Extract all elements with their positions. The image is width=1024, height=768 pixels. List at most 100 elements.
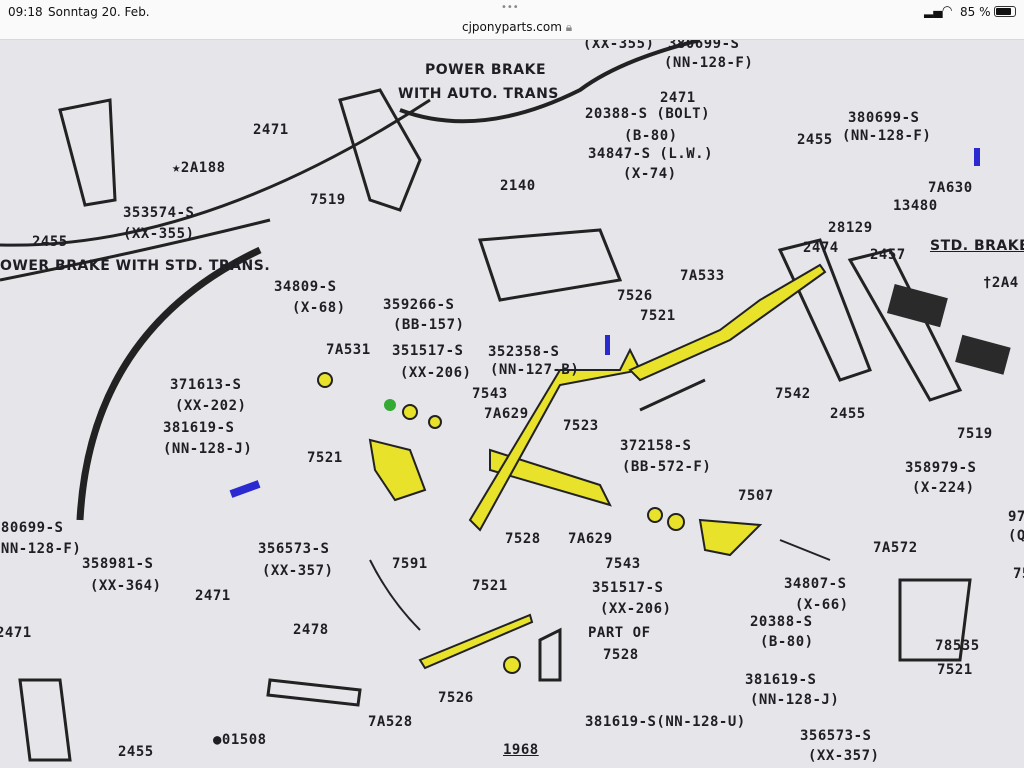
label: (QQ xyxy=(1008,528,1024,544)
label: 20388-S xyxy=(750,614,813,630)
label: †2A4 xyxy=(983,275,1019,291)
blue-mark xyxy=(974,148,980,166)
label: 356573-S xyxy=(258,541,330,557)
url-text: cjponyparts.com xyxy=(462,20,562,34)
label: 7543 xyxy=(1013,566,1024,582)
label: 380699-S xyxy=(668,40,740,52)
label: 380699-S xyxy=(0,520,64,536)
date: Sonntag 20. Feb. xyxy=(48,5,150,19)
label: 7A630 xyxy=(928,180,973,196)
divider-curve-thick xyxy=(76,246,262,521)
label: STD. BRAKE W xyxy=(930,238,1024,254)
label: 356573-S xyxy=(800,728,872,744)
label: 7528 xyxy=(603,647,639,663)
label: 358979-S xyxy=(905,460,977,476)
label: ●01508 xyxy=(213,732,267,748)
wifi-icon: ◠ xyxy=(942,3,953,17)
label: (XX-202) xyxy=(175,398,247,414)
clock: 09:18 xyxy=(8,5,43,19)
label: (NN-127-B) xyxy=(490,362,580,378)
label: 34809-S xyxy=(274,279,337,295)
label: 7A629 xyxy=(568,531,613,547)
label: (NN-128-J) xyxy=(163,441,253,457)
label: (XX-357) xyxy=(808,748,880,764)
parts-diagram-image: POWER BRAKE WITH AUTO. TRANS (XX-355) 38… xyxy=(0,40,1024,768)
label: 7543 xyxy=(605,556,641,572)
label: (XX-206) xyxy=(400,365,472,381)
label: 381619-S xyxy=(745,672,817,688)
lock-icon: 🔒︎ xyxy=(565,20,573,34)
label: (X-74) xyxy=(623,166,677,182)
label: 7A572 xyxy=(873,540,918,556)
label: 78535 xyxy=(935,638,980,654)
label: (X-68) xyxy=(292,300,346,316)
label: POWER BRAKE xyxy=(425,62,547,78)
highlighted-parts xyxy=(317,263,827,674)
label: 7519 xyxy=(957,426,993,442)
label: 7591 xyxy=(392,556,428,572)
label: 2478 xyxy=(293,622,329,638)
label: 7521 xyxy=(640,308,676,324)
label: (X-224) xyxy=(912,480,975,496)
label: 7A531 xyxy=(326,342,371,358)
label: 7543 xyxy=(472,386,508,402)
label: 359266-S xyxy=(383,297,455,313)
label: 351517-S xyxy=(392,343,464,359)
label: (B-80) xyxy=(760,634,814,650)
label: 7523 xyxy=(563,418,599,434)
label: 2455 xyxy=(830,406,866,422)
battery-percent: 85 % xyxy=(960,5,991,19)
status-bar: 09:18 Sonntag 20. Feb. ••• cjponyparts.c… xyxy=(0,0,1024,40)
label: 358981-S xyxy=(82,556,154,572)
label: (NN-128-F) xyxy=(664,55,754,71)
label: 7A528 xyxy=(368,714,413,730)
tab-more-dots[interactable]: ••• xyxy=(501,2,519,13)
url-bar[interactable]: cjponyparts.com 🔒︎ xyxy=(462,20,572,35)
label: PART OF xyxy=(588,625,651,641)
label: 2457 xyxy=(870,247,906,263)
label: 2140 xyxy=(500,178,536,194)
label: 2471 xyxy=(660,90,696,106)
label: 2455 xyxy=(32,234,68,250)
label: 380699-S xyxy=(848,110,920,126)
label: 28129 xyxy=(828,220,873,236)
label: (XX-206) xyxy=(600,601,672,617)
label: 2474 xyxy=(803,240,839,256)
label: (B-80) xyxy=(624,128,678,144)
diagram-drawing xyxy=(0,40,1011,762)
label: 34847-S (L.W.) xyxy=(588,146,714,162)
label: 9747 xyxy=(1008,509,1024,525)
label: 13480 xyxy=(893,198,938,214)
pin-2478 xyxy=(266,678,362,707)
label: 7526 xyxy=(617,288,653,304)
label: 7519 xyxy=(310,192,346,208)
blue-mark xyxy=(605,335,610,355)
label: 7A533 xyxy=(680,268,725,284)
label: WITH AUTO. TRANS xyxy=(398,86,559,102)
label: 371613-S xyxy=(170,377,242,393)
label: (NN-128-J) xyxy=(750,692,840,708)
label: 1968 xyxy=(503,742,539,758)
label: (BB-157) xyxy=(393,317,465,333)
label: 7521 xyxy=(937,662,973,678)
battery-icon xyxy=(994,6,1016,17)
label: 2455 xyxy=(118,744,154,760)
pedal-bracket xyxy=(58,98,117,207)
label: (XX-357) xyxy=(262,563,334,579)
label: 352358-S xyxy=(488,344,560,360)
label: 7507 xyxy=(738,488,774,504)
signal-icon: ▂▄ xyxy=(924,4,943,18)
label: 351517-S xyxy=(592,580,664,596)
label: 381619-S(NN-128-U) xyxy=(585,714,746,730)
label: 2471 xyxy=(0,625,32,641)
label: (NN-128-F) xyxy=(842,128,932,144)
label: 2455 xyxy=(797,132,833,148)
label: 2471 xyxy=(195,588,231,604)
label: 381619-S xyxy=(163,420,235,436)
label: 7A629 xyxy=(484,406,529,422)
label: 2471 xyxy=(253,122,289,138)
master-cylinder xyxy=(477,228,623,302)
label: ★2A188 xyxy=(172,160,226,176)
label: (XX-355) xyxy=(583,40,655,52)
label: OWER BRAKE WITH STD. TRANS. xyxy=(0,258,271,274)
